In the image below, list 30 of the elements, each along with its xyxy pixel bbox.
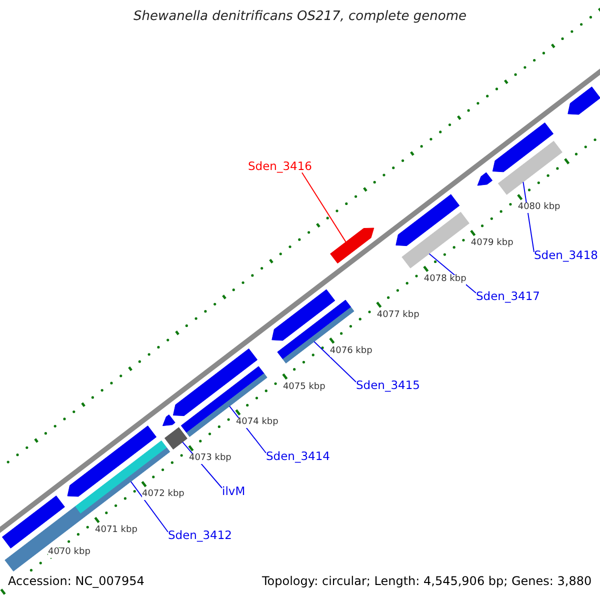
tick-label: 4080 kbp [518,203,560,214]
tick-label: 4073 kbp [188,454,232,464]
leader-line [314,341,356,382]
title: Shewanella denitrificans OS217, complete genome [132,10,468,24]
leader-line [130,481,168,532]
tick-label: 4079 kbp [470,239,514,249]
gene-label: ilvM [222,485,246,498]
gene-label: Sden_3414 [266,450,330,463]
tick-label: 4072 kbp [142,490,184,500]
tick-label: 4070 kbp [48,548,90,558]
tick-label: 4071 kbp [95,526,138,536]
tick-label: 4074 kbp [236,418,278,428]
footer-text: Topology: circular; Length: 4,545,906 bp; Genes: 3,880 [262,575,592,588]
gene-block [498,140,562,195]
footer-text: Accession: NC_007954 [8,575,144,588]
tick-label: 4076 kbp [330,346,372,357]
gene-label: Sden_3412 [168,529,232,542]
gene-label: Sden_3416 [248,160,312,173]
gene-label: Sden_3415 [356,379,420,392]
tick-label: 4077 kbp [376,310,420,321]
gene-block [330,228,374,264]
gene-label: Sden_3417 [476,290,540,303]
gene-block [75,440,170,518]
leader-line [301,172,346,242]
gene-block [402,212,470,268]
gene-block [164,427,188,450]
gene-label: Sden_3418 [534,249,598,262]
gene-block [277,300,354,364]
tick-label: 4075 kbp [282,382,326,392]
tick-label: 4078 kbp [424,274,466,285]
